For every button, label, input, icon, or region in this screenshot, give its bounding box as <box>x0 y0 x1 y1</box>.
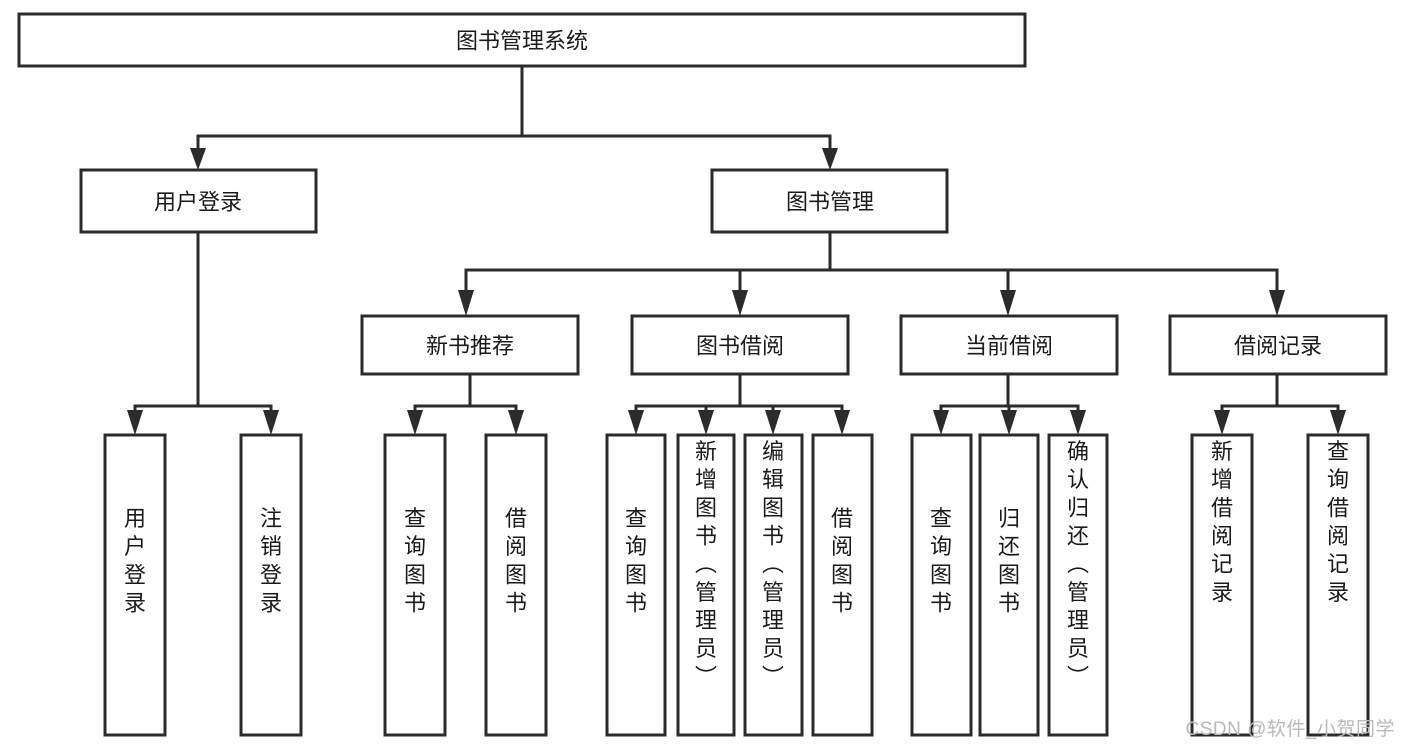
node-leaf-query-book-2-box[interactable] <box>605 433 667 737</box>
node-leaf-query-book-2-label: 查询图书 <box>625 506 647 615</box>
node-current-borrow-box[interactable] <box>899 314 1119 376</box>
node-leaf-query-record-box[interactable] <box>1306 433 1370 737</box>
node-leaf-query-book-3[interactable]: 查询图书 <box>910 433 973 737</box>
arrowhead-current-borrow <box>1000 290 1016 316</box>
arrowhead-leaf-logout <box>263 410 279 435</box>
node-leaf-borrow-book-2[interactable]: 借阅图书 <box>811 433 874 737</box>
node-book-borrow-box[interactable] <box>630 314 850 376</box>
connector-layer <box>127 64 1346 435</box>
node-leaf-add-record-box[interactable] <box>1190 433 1254 737</box>
node-root-box[interactable] <box>17 12 1027 68</box>
node-leaf-return-book[interactable]: 归还图书 <box>978 433 1040 737</box>
node-user-login-label: 用户登录 <box>154 190 242 215</box>
node-leaf-borrow-book-1-box[interactable] <box>484 433 548 737</box>
node-root[interactable]: 图书管理系统 <box>17 12 1027 68</box>
arrowhead-leaf-query-book-3 <box>933 410 949 435</box>
node-current-borrow-label: 当前借阅 <box>965 334 1053 359</box>
node-root-label: 图书管理系统 <box>456 29 588 54</box>
arrowhead-leaf-confirm-return <box>1070 410 1086 435</box>
node-leaf-borrow-book-2-box[interactable] <box>811 433 874 737</box>
arrowhead-book-manage <box>822 148 838 170</box>
node-current-borrow[interactable]: 当前借阅 <box>899 314 1119 376</box>
arrowhead-book-borrow <box>732 290 748 316</box>
arrowhead-new-book-rec <box>458 290 474 316</box>
node-leaf-add-record[interactable]: 新增借阅记录 <box>1190 433 1254 737</box>
node-leaf-add-book-box[interactable] <box>676 433 736 737</box>
node-leaf-edit-book-label: 编辑图书︵管理员︶ <box>762 439 784 689</box>
node-leaf-logout[interactable]: 注销登录 <box>239 433 303 737</box>
arrowhead-user-login <box>190 148 206 170</box>
arrowhead-leaf-query-record <box>1330 410 1346 435</box>
node-leaf-query-book-1[interactable]: 查询图书 <box>383 433 447 737</box>
node-leaf-query-book-1-label: 查询图书 <box>404 506 426 615</box>
node-leaf-edit-book-box[interactable] <box>743 433 804 737</box>
node-leaf-query-book-2[interactable]: 查询图书 <box>605 433 667 737</box>
node-leaf-logout-box[interactable] <box>239 433 303 737</box>
arrowhead-leaf-edit-book <box>765 410 781 435</box>
arrowhead-leaf-user-login <box>127 410 143 435</box>
arrowhead-leaf-return-book <box>1001 410 1017 435</box>
node-book-manage-label: 图书管理 <box>786 190 874 215</box>
node-leaf-borrow-book-1-label: 借阅图书 <box>505 506 527 615</box>
node-leaf-add-book-label: 新增图书︵管理员︶ <box>695 439 717 689</box>
node-leaf-query-record-label: 查询借阅记录 <box>1327 439 1349 605</box>
arrowhead-leaf-add-record <box>1214 410 1230 435</box>
node-borrow-record-label: 借阅记录 <box>1234 334 1322 359</box>
node-leaf-borrow-book-2-label: 借阅图书 <box>831 506 853 615</box>
arrowhead-leaf-borrow-book-1 <box>508 410 524 435</box>
node-leaf-user-login-label: 用户登录 <box>124 506 146 615</box>
node-leaf-query-record[interactable]: 查询借阅记录 <box>1306 433 1370 737</box>
node-leaf-user-login-box[interactable] <box>103 433 167 737</box>
node-leaf-query-book-3-label: 查询图书 <box>930 506 952 615</box>
node-leaf-query-book-3-box[interactable] <box>910 433 973 737</box>
node-new-book-rec[interactable]: 新书推荐 <box>360 314 580 376</box>
node-leaf-query-book-1-box[interactable] <box>383 433 447 737</box>
node-leaf-user-login[interactable]: 用户登录 <box>103 433 167 737</box>
node-leaf-return-book-box[interactable] <box>978 433 1040 737</box>
node-user-login-box[interactable] <box>79 168 318 234</box>
node-leaf-return-book-label: 归还图书 <box>998 506 1020 615</box>
arrowhead-leaf-borrow-book-2 <box>834 410 850 435</box>
node-leaf-edit-book[interactable]: 编辑图书︵管理员︶ <box>743 433 804 737</box>
node-book-manage-box[interactable] <box>710 168 949 234</box>
node-book-borrow-label: 图书借阅 <box>696 334 784 359</box>
node-borrow-record[interactable]: 借阅记录 <box>1168 314 1388 376</box>
node-user-login[interactable]: 用户登录 <box>79 168 318 234</box>
node-new-book-rec-box[interactable] <box>360 314 580 376</box>
node-leaf-confirm-return-label: 确认归还︵管理员︶ <box>1067 439 1089 689</box>
node-leaf-add-record-label: 新增借阅记录 <box>1211 439 1233 605</box>
node-leaf-confirm-return[interactable]: 确认归还︵管理员︶ <box>1047 433 1109 737</box>
node-book-manage[interactable]: 图书管理 <box>710 168 949 234</box>
node-leaf-confirm-return-box[interactable] <box>1047 433 1109 737</box>
arrowhead-leaf-query-book-2 <box>628 410 644 435</box>
node-new-book-rec-label: 新书推荐 <box>426 334 514 359</box>
node-leaf-borrow-book-1[interactable]: 借阅图书 <box>484 433 548 737</box>
node-leaf-add-book[interactable]: 新增图书︵管理员︶ <box>676 433 736 737</box>
arrowhead-leaf-add-book <box>698 410 714 435</box>
node-leaf-logout-label: 注销登录 <box>260 506 282 615</box>
arrowhead-leaf-query-book-1 <box>407 410 423 435</box>
arrowhead-borrow-record <box>1269 290 1285 316</box>
node-book-borrow[interactable]: 图书借阅 <box>630 314 850 376</box>
node-borrow-record-box[interactable] <box>1168 314 1388 376</box>
